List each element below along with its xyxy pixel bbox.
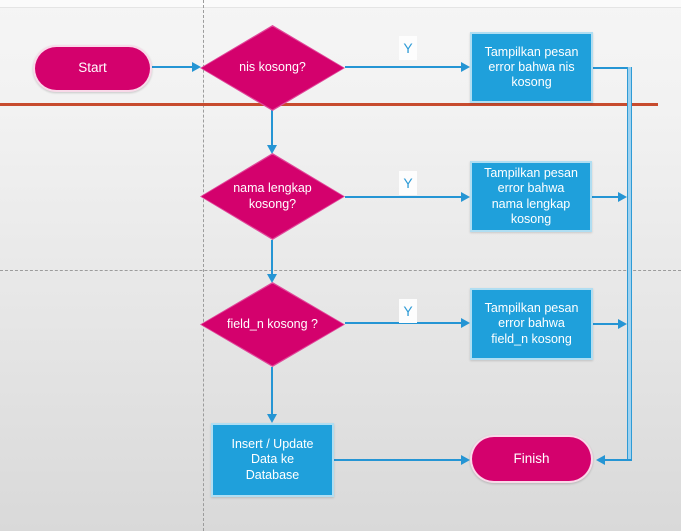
process1-label: Tampilkan pesan error bahwa nis kosong bbox=[484, 44, 579, 90]
edge-label-yes-1[interactable]: Y bbox=[399, 36, 417, 60]
decision-field-n-kosong[interactable]: field_n kosong ? bbox=[200, 282, 345, 367]
arrowhead-icon bbox=[461, 62, 470, 72]
arrowhead-icon bbox=[596, 455, 605, 465]
decision1-label: nis kosong? bbox=[239, 60, 306, 75]
connector-process4-to-finish[interactable] bbox=[334, 459, 462, 461]
edge-label-yes-3[interactable]: Y bbox=[399, 299, 417, 323]
connector-decision1-to-process1[interactable] bbox=[345, 66, 462, 68]
diamond-fill: field_n kosong ? bbox=[201, 283, 344, 366]
connector-decision3-to-process3[interactable] bbox=[345, 322, 462, 324]
finish-terminator[interactable]: Finish bbox=[470, 435, 593, 483]
arrowhead-icon bbox=[267, 145, 277, 154]
process-error-nama-lengkap[interactable]: Tampilkan pesan error bahwa nama lengkap… bbox=[470, 161, 592, 232]
decision2-label: nama lengkap kosong? bbox=[233, 180, 312, 211]
start-label: Start bbox=[78, 60, 107, 76]
decision-nis-kosong[interactable]: nis kosong? bbox=[200, 25, 345, 111]
connector-decision2-to-process2[interactable] bbox=[345, 196, 462, 198]
connector-start-to-decision1[interactable] bbox=[152, 66, 193, 68]
connector-process2-out[interactable] bbox=[592, 196, 619, 198]
decision-nama-lengkap-kosong[interactable]: nama lengkap kosong? bbox=[200, 153, 345, 240]
red-divider-line[interactable] bbox=[0, 103, 658, 106]
process2-label: Tampilkan pesan error bahwa nama lengkap… bbox=[484, 166, 578, 226]
arrowhead-icon bbox=[618, 319, 627, 329]
diamond-fill: nama lengkap kosong? bbox=[201, 154, 344, 239]
connector-decision2-to-decision3[interactable] bbox=[271, 240, 273, 275]
page-edge-band bbox=[0, 0, 681, 8]
horizontal-guide-line[interactable] bbox=[0, 270, 681, 271]
decision3-label: field_n kosong ? bbox=[226, 316, 319, 331]
process-insert-update-database[interactable]: Insert / Update Data ke Database bbox=[211, 423, 334, 497]
process4-label: Insert / Update Data ke Database bbox=[231, 437, 314, 482]
connector-process1-out[interactable] bbox=[593, 67, 629, 69]
connector-decision3-to-process4[interactable] bbox=[271, 367, 273, 415]
arrowhead-icon bbox=[461, 318, 470, 328]
arrowhead-icon bbox=[267, 414, 277, 423]
process-error-nis[interactable]: Tampilkan pesan error bahwa nis kosong bbox=[470, 32, 593, 103]
process-error-field-n[interactable]: Tampilkan pesan error bahwa field_n koso… bbox=[470, 288, 593, 360]
finish-label: Finish bbox=[513, 450, 550, 466]
edge-label-yes-2[interactable]: Y bbox=[399, 171, 417, 195]
connector-collector-to-finish[interactable] bbox=[605, 459, 632, 461]
diamond-fill: nis kosong? bbox=[201, 26, 344, 110]
connector-decision1-to-decision2[interactable] bbox=[271, 110, 273, 146]
connector-process3-out[interactable] bbox=[593, 323, 619, 325]
connector-right-collector[interactable] bbox=[627, 67, 632, 460]
start-terminator[interactable]: Start bbox=[33, 45, 152, 92]
arrowhead-icon bbox=[267, 274, 277, 283]
arrowhead-icon bbox=[618, 192, 627, 202]
vertical-guide-line[interactable] bbox=[203, 0, 204, 531]
arrowhead-icon bbox=[192, 62, 201, 72]
arrowhead-icon bbox=[461, 192, 470, 202]
arrowhead-icon bbox=[461, 455, 470, 465]
process3-label: Tampilkan pesan error bahwa field_n koso… bbox=[484, 301, 579, 346]
